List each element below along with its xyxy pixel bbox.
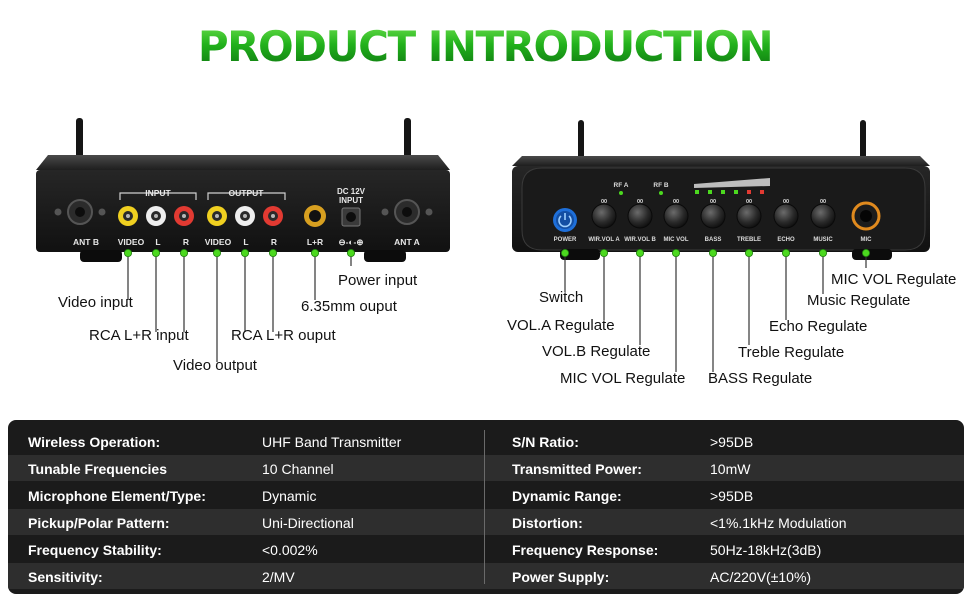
- rear-port-label: R: [271, 237, 277, 247]
- callout-6-35mm-output: 6.35mm ouput: [301, 298, 397, 315]
- spec-label: Pickup/Polar Pattern:: [28, 515, 170, 531]
- device-drawings: INPUT OUTPUT DC 12V INPUT ANT B VIDEO L R VI…: [36, 118, 930, 372]
- spec-label: Microphone Element/Type:: [28, 488, 206, 504]
- spec-value: 50Hz-18kHz(3dB): [710, 542, 822, 558]
- rear-port-label: ANT B: [73, 237, 99, 247]
- input-group-label: INPUT: [145, 188, 171, 198]
- front-control-label: MIC: [861, 237, 873, 243]
- rear-port-label: ⊖-◐-⊕: [338, 237, 363, 247]
- antenna-left: [578, 120, 584, 162]
- rca-jacks: [118, 206, 283, 226]
- rear-panel-labels: INPUT OUTPUT DC 12V INPUT ANT B VIDEO L R VI…: [73, 187, 420, 247]
- rf-b-label: RF B: [653, 182, 668, 189]
- control-knobs: [591, 203, 836, 229]
- dc-label-line1: DC 12V: [337, 187, 366, 196]
- spec-value: AC/220V(±10%): [710, 569, 812, 585]
- spec-label: Wireless Operation:: [28, 434, 161, 450]
- level-meter: [694, 178, 770, 194]
- knob-scale-label: 00: [746, 199, 752, 205]
- front-control-label: ECHO: [777, 237, 795, 243]
- rear-port-label: L: [243, 237, 248, 247]
- spec-label: Frequency Stability:: [28, 542, 162, 558]
- callout-dots: [124, 248, 871, 257]
- spec-row: Sensitivity: 2/MV Power Supply: AC/220V(…: [8, 563, 964, 589]
- callout-bass: BASS Regulate: [708, 370, 813, 387]
- page-title: PRODUCT INTRODUCTION: [0, 22, 970, 71]
- spec-row: Pickup/Polar Pattern: Uni-Directional Di…: [8, 509, 964, 535]
- callout-treble: Treble Regulate: [738, 344, 845, 361]
- rear-port-label: VIDEO: [205, 237, 232, 247]
- callout-power-input: Power input: [338, 272, 418, 289]
- front-control-label: MIC VOL: [664, 237, 689, 243]
- spec-value: <0.002%: [262, 542, 318, 558]
- product-illustration: INPUT OUTPUT DC 12V INPUT ANT B VIDEO L R VI…: [36, 118, 957, 387]
- spec-label: S/N Ratio:: [512, 434, 579, 450]
- front-panel-labels: RF A RF B 00 00 00 00 00 00 00 POWER WIR.VOL A W…: [554, 182, 873, 243]
- callout-video-input: Video input: [58, 294, 133, 311]
- rear-port-label: R: [183, 237, 189, 247]
- callout-lines: [127, 253, 867, 372]
- callout-mic-vol-right: MIC VOL Regulate: [831, 271, 957, 288]
- callout-switch: Switch: [539, 289, 584, 306]
- callout-music: Music Regulate: [807, 292, 911, 309]
- callout-vol-a: VOL.A Regulate: [507, 317, 615, 334]
- callout-mic-vol: MIC VOL Regulate: [560, 370, 686, 387]
- rear-port-label: VIDEO: [118, 237, 145, 247]
- spec-value: 2/MV: [262, 569, 295, 585]
- spec-table: Wireless Operation: UHF Band Transmitter…: [8, 420, 964, 594]
- callout-rca-output: RCA L+R ouput: [231, 327, 336, 344]
- spec-value: UHF Band Transmitter: [262, 434, 402, 450]
- spec-value: 10mW: [710, 461, 751, 477]
- knob-scale-label: 00: [673, 199, 679, 205]
- knob-scale-label: 00: [783, 199, 789, 205]
- output-group-label: OUTPUT: [229, 188, 265, 198]
- callout-echo: Echo Regulate: [769, 318, 868, 335]
- column-divider: [484, 430, 485, 584]
- spec-value: >95DB: [710, 488, 754, 504]
- knob-scale-label: 00: [601, 199, 607, 205]
- rear-port-label: ANT A: [394, 237, 420, 247]
- knob-scale-label: 00: [637, 199, 643, 205]
- front-control-label: WIR.VOL A: [588, 237, 620, 243]
- rear-port-label: L+R: [307, 237, 323, 247]
- callout-video-output: Video output: [173, 357, 257, 374]
- spec-label: Power Supply:: [512, 569, 610, 585]
- rear-unit: [36, 118, 450, 262]
- spec-label: Frequency Response:: [512, 542, 659, 558]
- rf-a-label: RF A: [614, 182, 629, 189]
- dc-label-line2: INPUT: [339, 196, 363, 205]
- spec-row: Microphone Element/Type: Dynamic Dynamic…: [8, 482, 964, 508]
- knob-scale-label: 00: [820, 199, 826, 205]
- front-unit: [512, 120, 930, 260]
- spec-label: Tunable Frequencies: [28, 461, 167, 477]
- front-control-label: POWER: [554, 237, 577, 243]
- callout-vol-b: VOL.B Regulate: [542, 343, 651, 360]
- spec-value: >95DB: [710, 434, 754, 450]
- spec-value: Uni-Directional: [262, 515, 354, 531]
- spec-row: Tunable Frequencies 10 Channel Transmitt…: [8, 455, 964, 481]
- spec-value: 10 Channel: [262, 461, 334, 477]
- front-control-label: MUSIC: [813, 237, 833, 243]
- front-control-label: TREBLE: [737, 237, 761, 243]
- knob-scale-label: 00: [710, 199, 716, 205]
- spec-value: <1%.1kHz Modulation: [710, 515, 847, 531]
- spec-row: Frequency Stability: <0.002% Frequency R…: [8, 536, 964, 562]
- callout-rca-input: RCA L+R input: [89, 327, 189, 344]
- spec-value: Dynamic: [262, 488, 317, 504]
- antenna-right: [860, 120, 866, 162]
- spec-label: Transmitted Power:: [512, 461, 642, 477]
- spec-label: Distortion:: [512, 515, 583, 531]
- spec-label: Sensitivity:: [28, 569, 103, 585]
- spec-row: Wireless Operation: UHF Band Transmitter…: [8, 428, 964, 454]
- spec-label: Dynamic Range:: [512, 488, 622, 504]
- rear-port-label: L: [155, 237, 160, 247]
- front-control-label: BASS: [705, 237, 722, 243]
- front-control-label: WIR.VOL B: [624, 237, 656, 243]
